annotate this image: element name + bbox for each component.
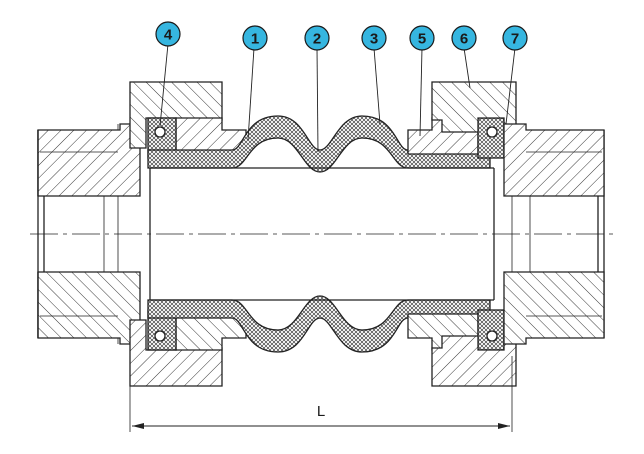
callout-7: 7 <box>502 25 528 51</box>
callout-6: 6 <box>451 25 477 51</box>
callout-5: 5 <box>409 25 435 51</box>
svg-text:1: 1 <box>251 31 259 48</box>
top-section <box>37 81 605 197</box>
bottom-section <box>37 271 605 387</box>
svg-text:6: 6 <box>460 31 468 48</box>
dimension-L: L <box>129 356 513 432</box>
svg-text:3: 3 <box>370 31 378 48</box>
callout-1: 1 <box>242 25 268 51</box>
svg-text:4: 4 <box>164 27 173 44</box>
svg-text:5: 5 <box>418 31 426 48</box>
svg-text:2: 2 <box>313 31 321 48</box>
callout-2: 2 <box>304 25 330 51</box>
callout-3: 3 <box>361 25 387 51</box>
callout-4: 4 <box>155 21 181 47</box>
dimension-label: L <box>317 403 325 420</box>
svg-text:7: 7 <box>511 31 519 48</box>
leader-lines <box>159 43 516 153</box>
